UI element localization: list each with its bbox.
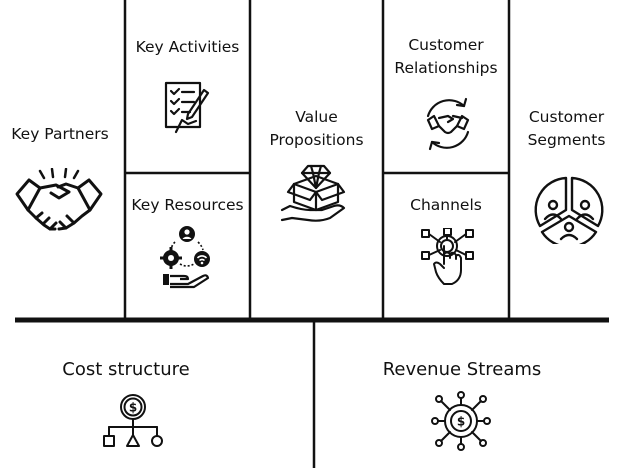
svg-text:$: $ <box>457 415 465 429</box>
cost-structure-title: Cost structure <box>62 359 190 380</box>
segments-pie-icon <box>534 176 604 244</box>
key-activities-title: Key Activities <box>135 38 240 56</box>
key-resources-title: Key Resources <box>131 196 244 214</box>
touch-network-icon <box>421 228 474 285</box>
revenue-network-icon: $ <box>431 391 491 451</box>
channels-title: Channels <box>410 196 482 214</box>
value-propositions-title-line1: Value <box>295 108 338 126</box>
gift-box-diamond-icon <box>280 164 346 222</box>
cost-hierarchy-icon: $ <box>103 394 163 447</box>
svg-text:$: $ <box>129 401 137 415</box>
customer-segments-title-line1: Customer <box>528 108 605 126</box>
resources-icon <box>160 226 210 289</box>
checklist-icon <box>164 81 210 134</box>
key-partners-title: Key Partners <box>11 125 109 143</box>
value-propositions-title-line2: Propositions <box>269 131 364 149</box>
revenue-streams-title: Revenue Streams <box>382 359 542 380</box>
handshake-icon <box>15 168 103 231</box>
customer-relationships-title-line2: Relationships <box>394 59 498 77</box>
handshake-cycle-icon <box>426 97 470 151</box>
customer-segments-title-line2: Segments <box>527 131 606 149</box>
customer-relationships-title-line1: Customer <box>408 36 484 54</box>
